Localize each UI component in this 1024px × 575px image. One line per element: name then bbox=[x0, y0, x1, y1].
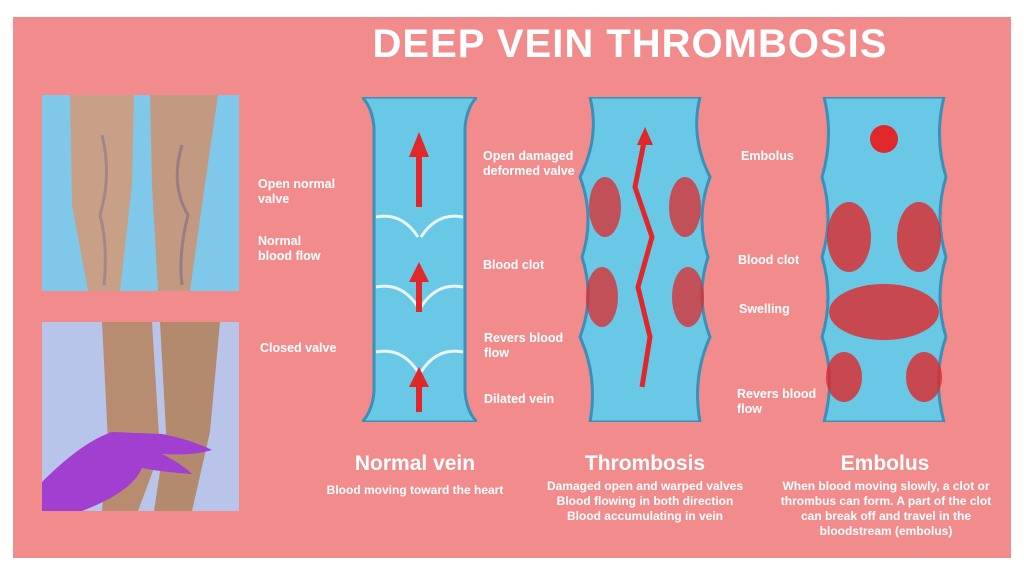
thrombosis-description-line-2: Blood flowing in both direction bbox=[556, 494, 734, 508]
label-closed-valve: Closed valve bbox=[260, 341, 337, 355]
normal-vein-illustration bbox=[362, 97, 477, 422]
label-blood-clot-embolus: Blood clot bbox=[738, 253, 800, 267]
gloved-hand-examining-legs-photo bbox=[42, 322, 239, 511]
thrombosis-description: Damaged open and warped valves Blood flo… bbox=[525, 479, 765, 524]
label-open-damaged-deformed-valve: Open damaged deformed valve bbox=[483, 149, 575, 178]
embolus-vein-illustration bbox=[820, 97, 948, 422]
embolus-description: When blood moving slowly, a clot or thro… bbox=[780, 479, 992, 538]
label-open-normal-valve: Open normal valve bbox=[258, 177, 336, 206]
label-revers-blood-flow-thrombosis: Revers blood flow bbox=[484, 331, 564, 360]
label-normal-blood-flow: Normal blood flow bbox=[258, 234, 321, 263]
page-title: DEEP VEIN THROMBOSIS bbox=[372, 22, 888, 66]
heading-normal-vein: Normal vein bbox=[354, 452, 476, 475]
label-blood-clot-thrombosis: Blood clot bbox=[483, 258, 545, 272]
legs-with-varicose-veins-photo bbox=[42, 95, 239, 291]
label-revers-blood-flow-embolus: Revers blood flow bbox=[737, 387, 817, 416]
heading-embolus: Embolus bbox=[840, 452, 930, 475]
label-dilated-vein: Dilated vein bbox=[484, 392, 555, 406]
thrombosis-vein-illustration bbox=[578, 97, 712, 422]
normal-vein-description: Blood moving toward the heart bbox=[326, 483, 504, 497]
thrombosis-description-line-3: Blood accumulating in vein bbox=[566, 509, 724, 523]
label-swelling: Swelling bbox=[739, 302, 790, 316]
label-embolus: Embolus bbox=[741, 149, 794, 163]
thrombosis-description-line-1: Damaged open and warped valves bbox=[546, 479, 744, 493]
heading-thrombosis: Thrombosis bbox=[584, 452, 706, 475]
